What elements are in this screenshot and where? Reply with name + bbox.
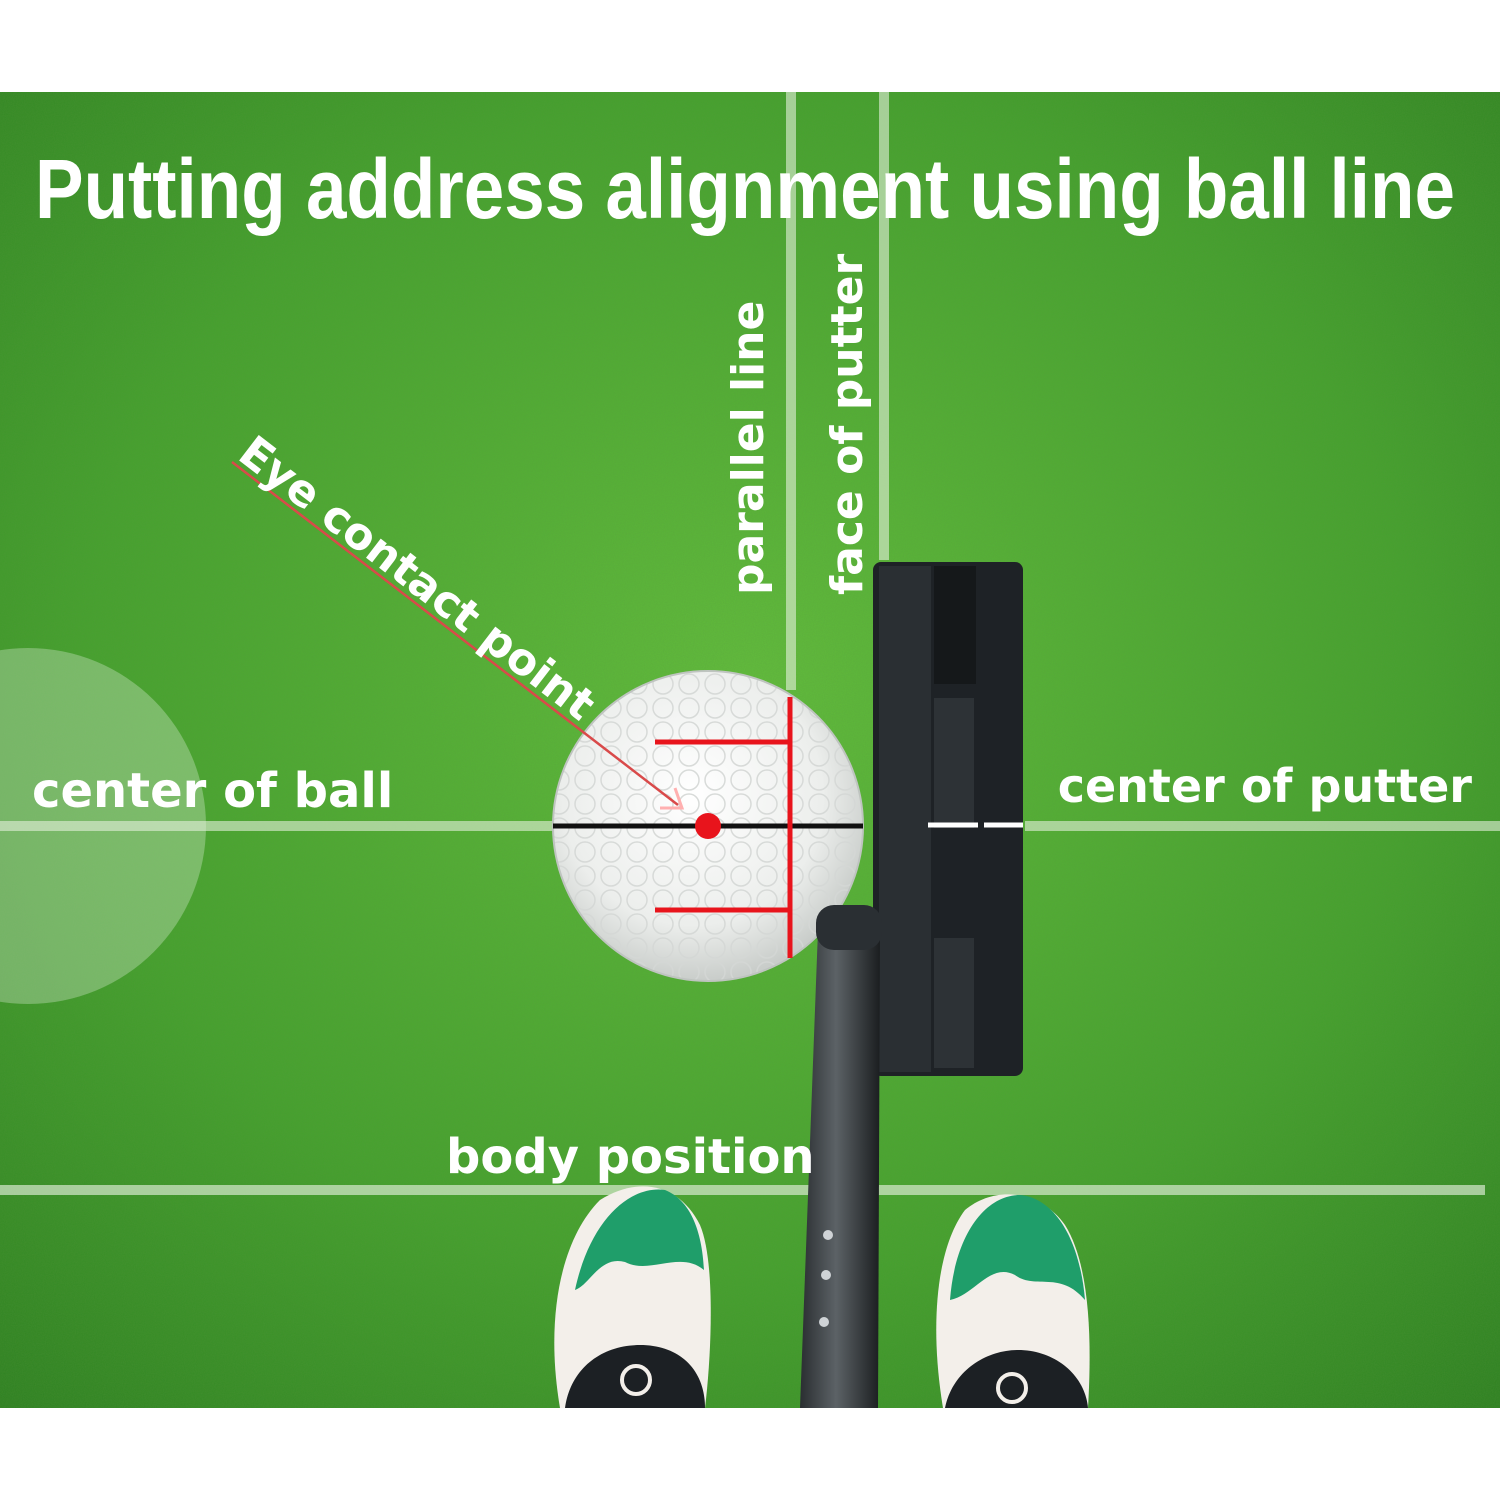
ball-line-markings — [553, 697, 863, 958]
face-of-putter-label: face of putter — [822, 254, 873, 595]
eye-contact-dot — [695, 813, 721, 839]
body-position-label: body position — [446, 1129, 815, 1185]
center-of-putter-label: center of putter — [1058, 759, 1473, 813]
right-shoe — [936, 1194, 1090, 1408]
left-shoe — [554, 1186, 711, 1408]
center-of-ball-label: center of ball — [32, 763, 393, 819]
putter-head — [873, 562, 1023, 1076]
page-title: Putting address alignment using ball lin… — [35, 142, 1455, 236]
vertical-guides — [786, 92, 889, 690]
eye-contact-arrow — [231, 461, 685, 810]
parallel-line-label: parallel line — [723, 301, 774, 595]
putter-shaft — [800, 905, 882, 1408]
